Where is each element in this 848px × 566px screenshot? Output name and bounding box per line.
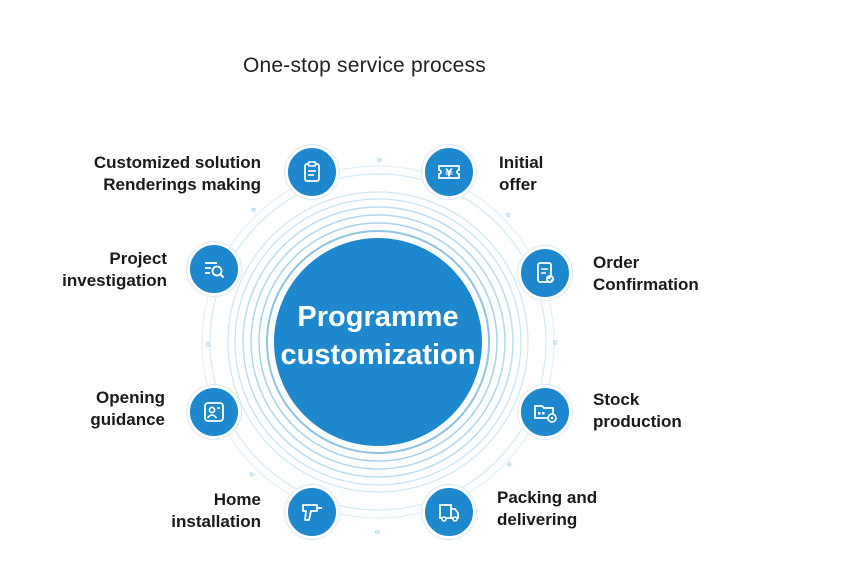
center-line-1: Programme [297,301,459,333]
center-circle [274,238,482,446]
step-node-opening-guidance [187,385,241,439]
step-node-stock-production [518,385,572,439]
step-node-customized-solution [285,145,339,199]
center-label: Programme customization [264,298,492,374]
clipboard-icon [304,161,320,182]
search-list-icon [205,262,225,279]
step-node-order-confirmation [518,246,572,300]
svg-text:¥: ¥ [445,167,453,180]
step-node-initial-offer: ¥ [422,145,476,199]
truck-icon [439,504,459,522]
person-card-icon [204,402,224,422]
step-node-home-installation [285,485,339,539]
arrow-chevron-icon: » [374,526,381,539]
folder-gear-icon [534,405,557,423]
arrow-chevron-icon: » [548,339,562,346]
arrow-chevron-icon: » [200,341,214,348]
step-node-packing-delivering [422,485,476,539]
arrow-chevron-icon: » [376,153,383,166]
yen-ticket-icon: ¥ [438,165,460,180]
center-line-2: customization [280,339,476,371]
step-node-project-investigation [187,242,241,296]
diagram-title: One-stop service process [243,54,486,77]
document-check-icon [537,262,554,283]
drill-icon [302,504,322,521]
